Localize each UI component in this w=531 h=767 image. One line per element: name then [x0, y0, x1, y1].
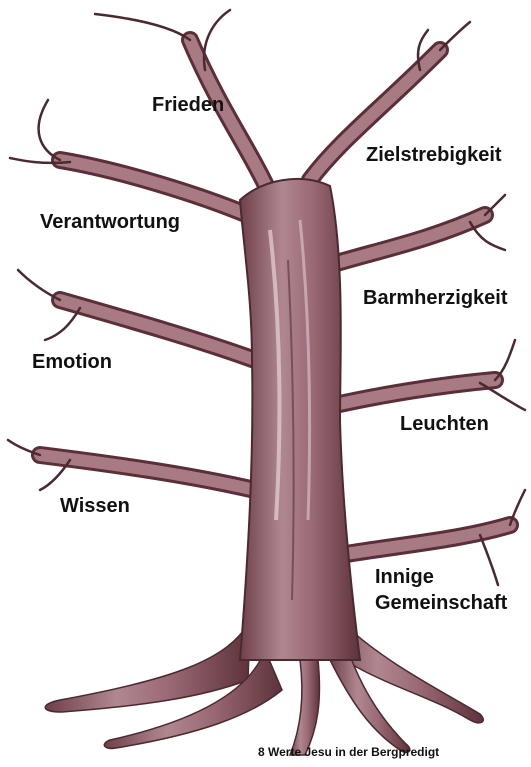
value-label-frieden: Frieden	[152, 94, 224, 116]
value-label-zielstrebigkeit: Zielstrebigkeit	[366, 144, 502, 166]
value-label-barmherzigkeit: Barmherzigkeit	[363, 287, 508, 309]
value-label-gemeinschaft: Gemeinschaft	[375, 590, 507, 616]
value-label-leuchten: Leuchten	[400, 413, 489, 435]
value-label-verantwortung: Verantwortung	[40, 211, 180, 233]
tree-trunk	[240, 179, 360, 660]
value-label-emotion: Emotion	[32, 351, 112, 373]
value-label-innige: Innige	[375, 564, 507, 590]
value-label-wissen: Wissen	[60, 495, 130, 517]
value-label-innige-gemeinschaft: Innige Gemeinschaft	[375, 564, 507, 616]
diagram-caption: 8 Werte Jesu in der Bergpredigt	[258, 745, 439, 759]
